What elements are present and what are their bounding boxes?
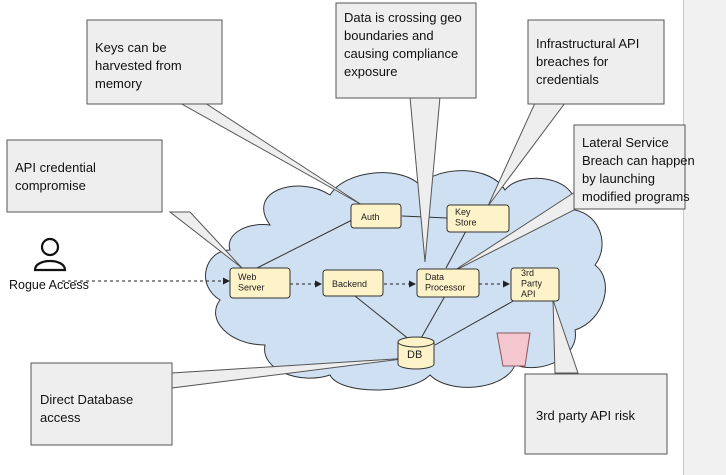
callout-geo-boundaries-text: Data is crossing geo boundaries and causin… [344, 10, 462, 79]
text-line: causing compliance [344, 46, 458, 61]
text-line: Key [455, 207, 471, 217]
text-line: modified programs [582, 189, 690, 204]
text-line: breaches for [536, 54, 609, 69]
text-line: Web [238, 272, 256, 282]
text-line: exposure [344, 64, 397, 79]
pointer-api-credential [168, 211, 243, 269]
callout-keys-memory-text: Keys can be harvested from memory [95, 40, 182, 91]
text-line: credentials [536, 72, 599, 87]
link-keystore-processor [445, 230, 467, 269]
text-line: Processor [425, 283, 466, 293]
text-line: Breach can happen [582, 153, 695, 168]
text-line: Party [521, 279, 543, 289]
text-line: Data [425, 272, 444, 282]
callout-direct-db: Direct Database access [30, 362, 173, 446]
link-processor-db [419, 295, 446, 341]
callout-infra-api-text: Infrastructural API breaches for credentia… [536, 36, 639, 87]
text-line: Store [455, 218, 477, 228]
callout-direct-db-text: Direct Database access [40, 392, 133, 425]
text-line: 3rd [521, 268, 534, 278]
callout-api-credential-text: API credential compromise [15, 160, 96, 193]
text-line: by launching [582, 171, 655, 186]
text-line: API [521, 289, 536, 299]
callout-keys-memory: Keys can be harvested from memory [86, 19, 223, 105]
callout-third-party-risk-text: 3rd party API risk [536, 408, 635, 423]
pointer-third-party [552, 299, 579, 374]
node-backend: Backend [322, 269, 384, 297]
text-line: Keys can be [95, 40, 167, 55]
text-line: Direct Database [40, 392, 133, 407]
data-flow-arrows [62, 277, 510, 288]
text-line: Lateral Service [582, 135, 669, 150]
text-line: Auth [361, 212, 380, 222]
text-line: Infrastructural API [536, 36, 639, 51]
text-line: boundaries and [344, 28, 434, 43]
storage-bucket-icon [496, 332, 531, 367]
right-scroll-rail [683, 0, 726, 475]
user-icon [33, 237, 67, 272]
link-backend-db [354, 295, 411, 341]
rogue-access-label: Rogue Access [9, 278, 89, 292]
text-line: Data is crossing geo [344, 10, 462, 25]
callout-api-credential: API credential compromise [6, 139, 163, 213]
text-line: compromise [15, 178, 86, 193]
node-backend-label: Backend [332, 279, 367, 289]
connections [256, 215, 516, 346]
node-auth: Auth [350, 203, 402, 229]
db-label: DB [407, 349, 422, 361]
text-line: memory [95, 76, 142, 91]
text-line: API credential [15, 160, 96, 175]
text-line: access [40, 410, 81, 425]
link-auth-web [256, 219, 353, 269]
pointer-keys-memory [178, 102, 363, 206]
link-thirdparty-db [434, 299, 516, 346]
db-cylinder: DB [397, 336, 435, 370]
text-line: Server [238, 283, 265, 293]
text-line: Backend [332, 279, 367, 289]
callout-third-party-risk: 3rd party API risk [524, 373, 668, 455]
text-line: DB [407, 349, 422, 361]
callout-infra-api: Infrastructural API breaches for credentia… [527, 19, 665, 105]
node-auth-label: Auth [361, 212, 380, 222]
text-line: 3rd party API risk [536, 408, 635, 423]
text-line: harvested from [95, 58, 182, 73]
callout-geo-boundaries: Data is crossing geo boundaries and causin… [335, 2, 477, 99]
